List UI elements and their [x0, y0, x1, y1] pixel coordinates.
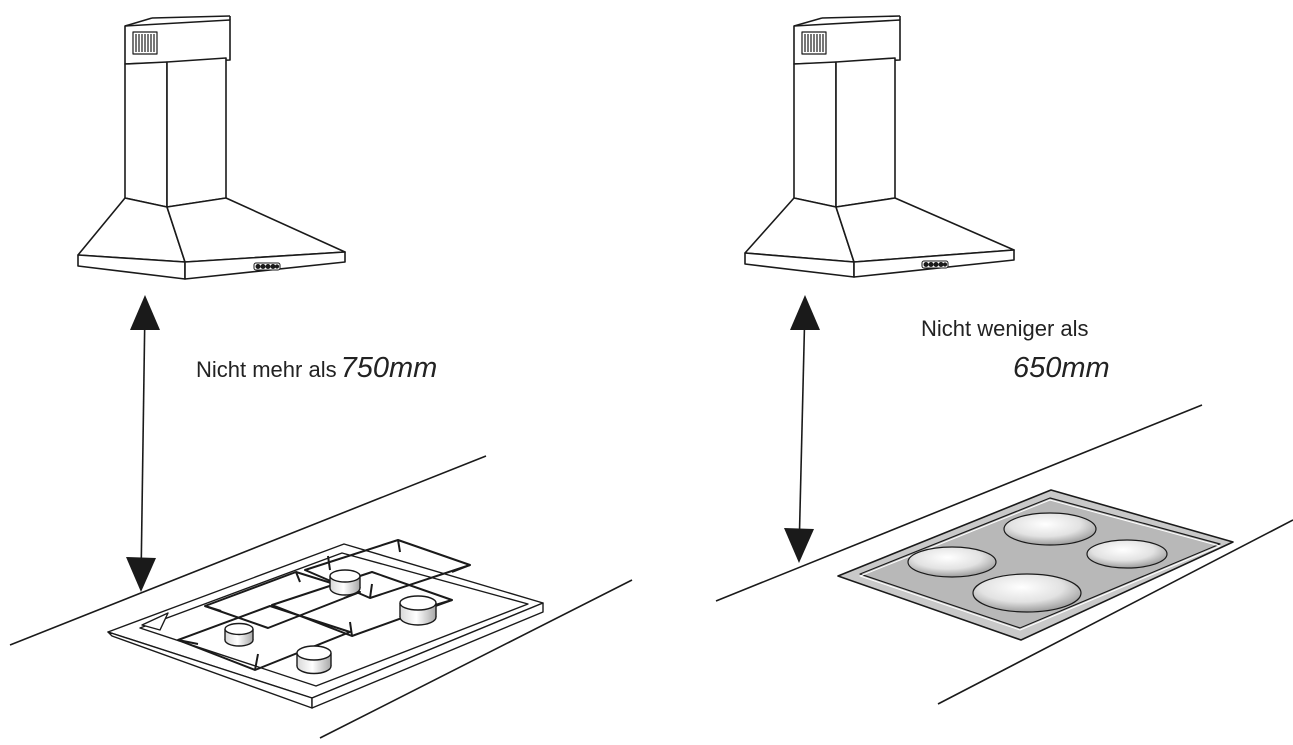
left-hood-top-edge — [125, 18, 152, 26]
right-distance-prefix: Nicht weniger als — [921, 316, 1089, 341]
right-arrow-head-down — [784, 528, 814, 563]
right-height-arrow — [784, 295, 820, 563]
right-arrow-head-up — [790, 295, 820, 330]
left-arrow-head-down — [126, 557, 156, 592]
left-height-arrow — [126, 295, 160, 592]
left-hood-canopy-right — [167, 198, 345, 262]
ceramic-hob-glass — [860, 498, 1220, 628]
left-hood-control-buttons — [254, 263, 280, 270]
gas-burner-back-left — [330, 570, 360, 595]
right-hood-vent-grille — [802, 32, 826, 54]
right-hood-control-buttons — [922, 261, 948, 268]
left-arrow-head-up — [130, 295, 160, 330]
left-hood-chimney-side — [167, 58, 226, 207]
right-range-hood — [745, 16, 1014, 277]
right-countertop-back-edge — [716, 405, 1202, 601]
right-countertop-front-edge — [938, 520, 1293, 704]
right-hood-top-edge — [794, 18, 822, 26]
right-hood-top-edge-back — [822, 16, 900, 18]
left-hood-chimney-front — [125, 62, 167, 207]
left-hood-vent-grille — [133, 32, 157, 54]
cooking-zone-back-right — [1087, 540, 1167, 568]
right-distance-value: 650mm — [1013, 352, 1110, 384]
gas-hob-corner — [142, 613, 168, 630]
gas-burner-front-left — [225, 624, 253, 647]
cooking-zone-front-left — [908, 547, 996, 577]
left-distance-prefix: Nicht mehr als — [196, 357, 337, 382]
cooking-zone-front-right — [973, 574, 1081, 612]
right-ceramic-hob — [838, 490, 1233, 640]
left-gas-hob — [108, 540, 543, 708]
gas-hob-inner-rim — [140, 553, 528, 686]
left-distance-label: Nicht mehr als 750mm — [196, 352, 437, 385]
left-distance-value: 750mm — [340, 352, 438, 384]
gas-hob-base-side-edge — [312, 603, 543, 708]
left-countertop-front-edge — [320, 580, 632, 738]
gas-burner-back-right — [400, 596, 436, 625]
left-countertop — [10, 456, 632, 738]
cooking-zone-back-left — [1004, 513, 1096, 545]
right-hood-chimney-front — [794, 62, 836, 207]
right-countertop — [716, 405, 1293, 704]
left-countertop-back-edge — [10, 456, 486, 645]
left-hood-top-edge-back — [152, 16, 230, 18]
left-range-hood — [78, 16, 345, 279]
gas-burner-front-right — [297, 646, 331, 674]
right-hood-chimney-side — [836, 58, 895, 207]
gas-hob-base — [108, 544, 543, 698]
